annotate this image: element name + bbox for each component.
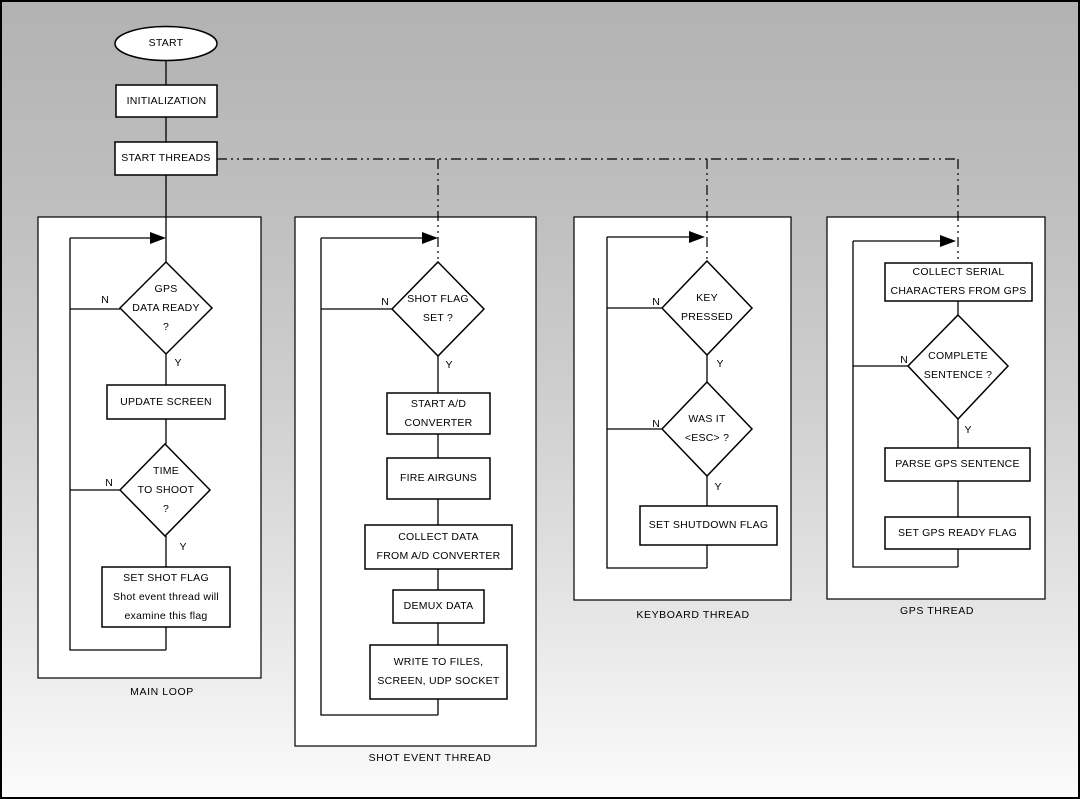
shot-flag-set-diamond-shape xyxy=(390,260,486,358)
main-loop-title: MAIN LOOP xyxy=(130,685,194,698)
key-no-label: N xyxy=(652,296,660,308)
start-ad-converter-box-shape xyxy=(386,392,491,435)
start-text: START xyxy=(148,37,184,49)
main-gps-yes-label: Y xyxy=(174,357,182,369)
collect-data-label: COLLECT DATA FROM A/D CONVERTER xyxy=(376,531,501,562)
update-screen-label: UPDATE SCREEN xyxy=(120,395,212,408)
was-it-esc-diamond-shape xyxy=(660,380,754,478)
gps-return-line xyxy=(852,241,958,568)
sentence-no-label: N xyxy=(900,354,908,366)
shot-no-label: N xyxy=(381,296,389,308)
parse-gps-sentence-label: PARSE GPS SENTENCE xyxy=(895,458,1020,470)
complete-sentence-label: COMPLETE SENTENCE ? xyxy=(923,350,993,381)
collect-data-box-shape xyxy=(364,524,513,570)
key-pressed-label: KEY PRESSED xyxy=(681,292,733,323)
main-time-yes-label: Y xyxy=(179,541,187,553)
time-to-shoot-diamond-shape xyxy=(118,442,212,538)
collect-serial-label: COLLECT SERIAL CHARACTERS FROM GPS xyxy=(890,266,1027,297)
shot-flag-set-label: SHOT FLAG SET ? xyxy=(407,293,469,324)
shot-event-thread-title: SHOT EVENT THREAD xyxy=(368,751,492,764)
start-threads-text: START THREADS xyxy=(121,152,211,164)
set-shutdown-flag-label: SET SHUTDOWN FLAG xyxy=(648,519,769,531)
key-yes-label: Y xyxy=(716,358,724,370)
esc-no-label: N xyxy=(652,418,660,430)
connector-lines xyxy=(69,60,959,716)
fire-airguns-box-shape xyxy=(386,457,491,500)
set-shot-flag-box-shape xyxy=(101,566,231,628)
parse-gps-sentence-box-shape xyxy=(884,447,1031,482)
update-screen-box-shape xyxy=(106,384,226,420)
arrowhead-keyboard-thread xyxy=(689,231,705,243)
time-to-shoot-label: TIME TO SHOOT ? xyxy=(137,464,195,515)
thread-spawn-dashdot-lines xyxy=(217,158,959,263)
keyboard-return-line xyxy=(606,237,707,569)
write-to-files-label: WRITE TO FILES, SCREEN, UDP SOCKET xyxy=(377,656,500,687)
was-it-esc-label: WAS IT <ESC> ? xyxy=(684,413,730,444)
main-gps-no-label: N xyxy=(101,294,109,306)
start-ad-converter-label: START A/D CONVERTER xyxy=(404,397,473,429)
initialization-box-shape xyxy=(115,84,218,118)
key-pressed-diamond-shape xyxy=(660,259,754,357)
initialization-text: INITIALIZATION xyxy=(126,94,207,107)
set-gps-ready-flag-label: SET GPS READY FLAG xyxy=(897,526,1018,539)
entry-arrowheads xyxy=(150,231,956,247)
gps-thread-title: GPS THREAD xyxy=(899,604,975,617)
start-node-label: START xyxy=(115,27,217,60)
arrowhead-shot-thread xyxy=(422,232,438,244)
collect-serial-box-shape xyxy=(884,262,1033,302)
demux-data-label: DEMUX DATA xyxy=(403,600,474,612)
start-threads-box-shape xyxy=(114,141,218,176)
arrowhead-main-loop xyxy=(150,232,166,244)
main-time-no-label: N xyxy=(105,477,113,489)
sentence-yes-label: Y xyxy=(964,424,972,436)
main-loop-return-line xyxy=(69,238,166,651)
set-gps-ready-flag-box-shape xyxy=(884,516,1031,550)
arrowhead-gps-thread xyxy=(940,235,956,247)
shot-yes-label: Y xyxy=(445,359,453,371)
keyboard-thread-title: KEYBOARD THREAD xyxy=(636,608,750,621)
gps-data-ready-label: GPS DATA READY ? xyxy=(132,282,200,333)
set-shutdown-flag-box-shape xyxy=(639,505,778,546)
node-shapes xyxy=(101,25,1033,700)
esc-yes-label: Y xyxy=(714,481,722,493)
write-to-files-box-shape xyxy=(369,644,508,700)
complete-sentence-diamond-shape xyxy=(906,313,1010,421)
fire-airguns-label: FIRE AIRGUNS xyxy=(399,472,478,484)
gps-data-ready-diamond-shape xyxy=(118,260,214,356)
shot-return-line xyxy=(320,238,438,716)
start-terminator-shape xyxy=(114,25,218,62)
initialization-node-label: INITIALIZATION xyxy=(116,85,217,117)
start-threads-node-label: START THREADS xyxy=(115,142,217,175)
demux-data-box-shape xyxy=(392,589,485,624)
set-shot-flag-label: SET SHOT FLAG Shot event thread will exa… xyxy=(113,571,219,622)
